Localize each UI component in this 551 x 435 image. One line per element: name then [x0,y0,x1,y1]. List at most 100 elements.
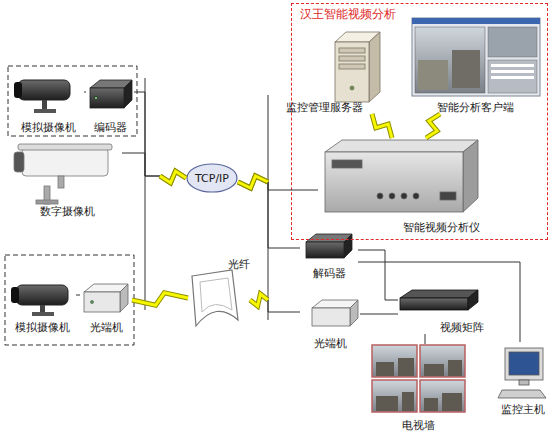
wireless-bolt [160,171,186,183]
client-screenshot [488,60,537,93]
bus-line [145,78,146,310]
analog-camera-icon [18,80,70,100]
digital-camera-icon [18,144,112,150]
wireless-bolt-outline [238,176,268,188]
digital-camera-icon [22,148,108,176]
optical-transceiver-icon [120,284,128,312]
connector-line [385,250,386,300]
analog-camera-icon [16,285,68,305]
host-computer-icon [509,352,539,375]
connector [238,176,300,248]
device-node: 光纤 [188,258,250,330]
device-node: 光端机 [80,278,132,334]
optical-transceiver-icon [91,301,94,304]
server-icon [369,32,380,102]
analog-camera-icon [32,312,54,316]
tv-wall-icon [420,380,465,412]
analog-camera-icon [11,287,19,303]
group-frame [5,66,137,345]
fiber-icon [200,278,232,312]
device-node: 模拟摄像机 [8,278,76,334]
connector-line [145,176,160,177]
server-icon [335,42,369,102]
connector-line [385,300,398,301]
tv-wall-icon [372,345,465,412]
wireless-bolt [372,114,392,138]
decoder-icon [306,234,352,258]
network-ellipse: TCP/IP [186,163,238,193]
client-screenshot [488,27,537,57]
tv-wall-icon [398,358,414,376]
encoder-icon [95,97,98,100]
connector [84,92,86,93]
analyzer-icon [389,193,395,199]
device-node: 视频矩阵 [398,288,484,334]
optical-transceiver-icon [350,300,358,326]
wireless-bolt [426,114,440,138]
connector [358,250,398,300]
tv-wall-icon [424,398,438,411]
tv-wall-icon [376,362,394,376]
analyzer-icon [463,140,478,212]
analog-camera-icon [14,82,22,98]
analyzer-icon [325,140,478,212]
device-label: 监控主机 [501,403,545,416]
connector-line [425,334,426,344]
host-computer-icon [498,348,546,398]
wireless-bolt [160,171,186,183]
connector-line [145,92,146,176]
connector-line [76,295,80,296]
client-screenshot [452,50,480,88]
connector [426,114,440,138]
device-label: 解码器 [313,267,346,280]
connector [360,314,398,315]
device-label: 光端机 [314,337,347,350]
client-screenshot [418,60,448,90]
encoder-icon [124,80,132,108]
digital-camera-icon [14,144,112,204]
device-node: 智能视频分析仪 [318,138,480,234]
server-icon [339,56,365,61]
client-screenshot [412,18,540,24]
device-node: 监控主机 [495,342,550,416]
group-frame [8,66,137,136]
connector [132,293,188,305]
wireless-bolt-outline [426,114,440,138]
analyzer-icon [325,152,463,212]
connector-line [358,262,520,263]
connector-line [268,182,269,190]
analyzer-icon [377,193,383,199]
connector [372,114,392,138]
device-label: 光端机 [90,321,123,334]
analyzer-icon [440,192,456,200]
connector-line [145,153,146,176]
digital-camera-icon [58,176,64,188]
wireless-bolt [238,176,268,188]
device-label: 光纤 [228,258,250,271]
device-label: 智能视频分析仪 [403,221,480,234]
video-matrix-icon [468,290,478,310]
client-screenshot [491,64,534,67]
tv-wall-icon [376,396,398,411]
analog-camera-icon [14,80,70,113]
connector [134,92,186,183]
optical-transceiver-icon [84,284,128,312]
connector [250,294,300,312]
connector-line [268,182,269,248]
digital-camera-icon [36,200,58,204]
optical-transceiver-icon [312,308,350,326]
connector-line [360,314,398,315]
connector-line [134,92,145,93]
connector [238,176,318,190]
analyzer-icon [325,140,478,152]
server-icon [339,48,365,53]
group-box: 汉王智能视频分析监控管理服务器智能分析客户端智能视频分析仪 [291,3,548,240]
device-node: 解码器 [300,230,358,280]
client-screenshot [415,27,485,93]
tv-wall-icon [372,380,417,412]
connector [358,262,520,342]
wireless-bolt-outline [250,294,268,306]
connector-line [122,153,145,154]
bus-line [268,95,269,320]
